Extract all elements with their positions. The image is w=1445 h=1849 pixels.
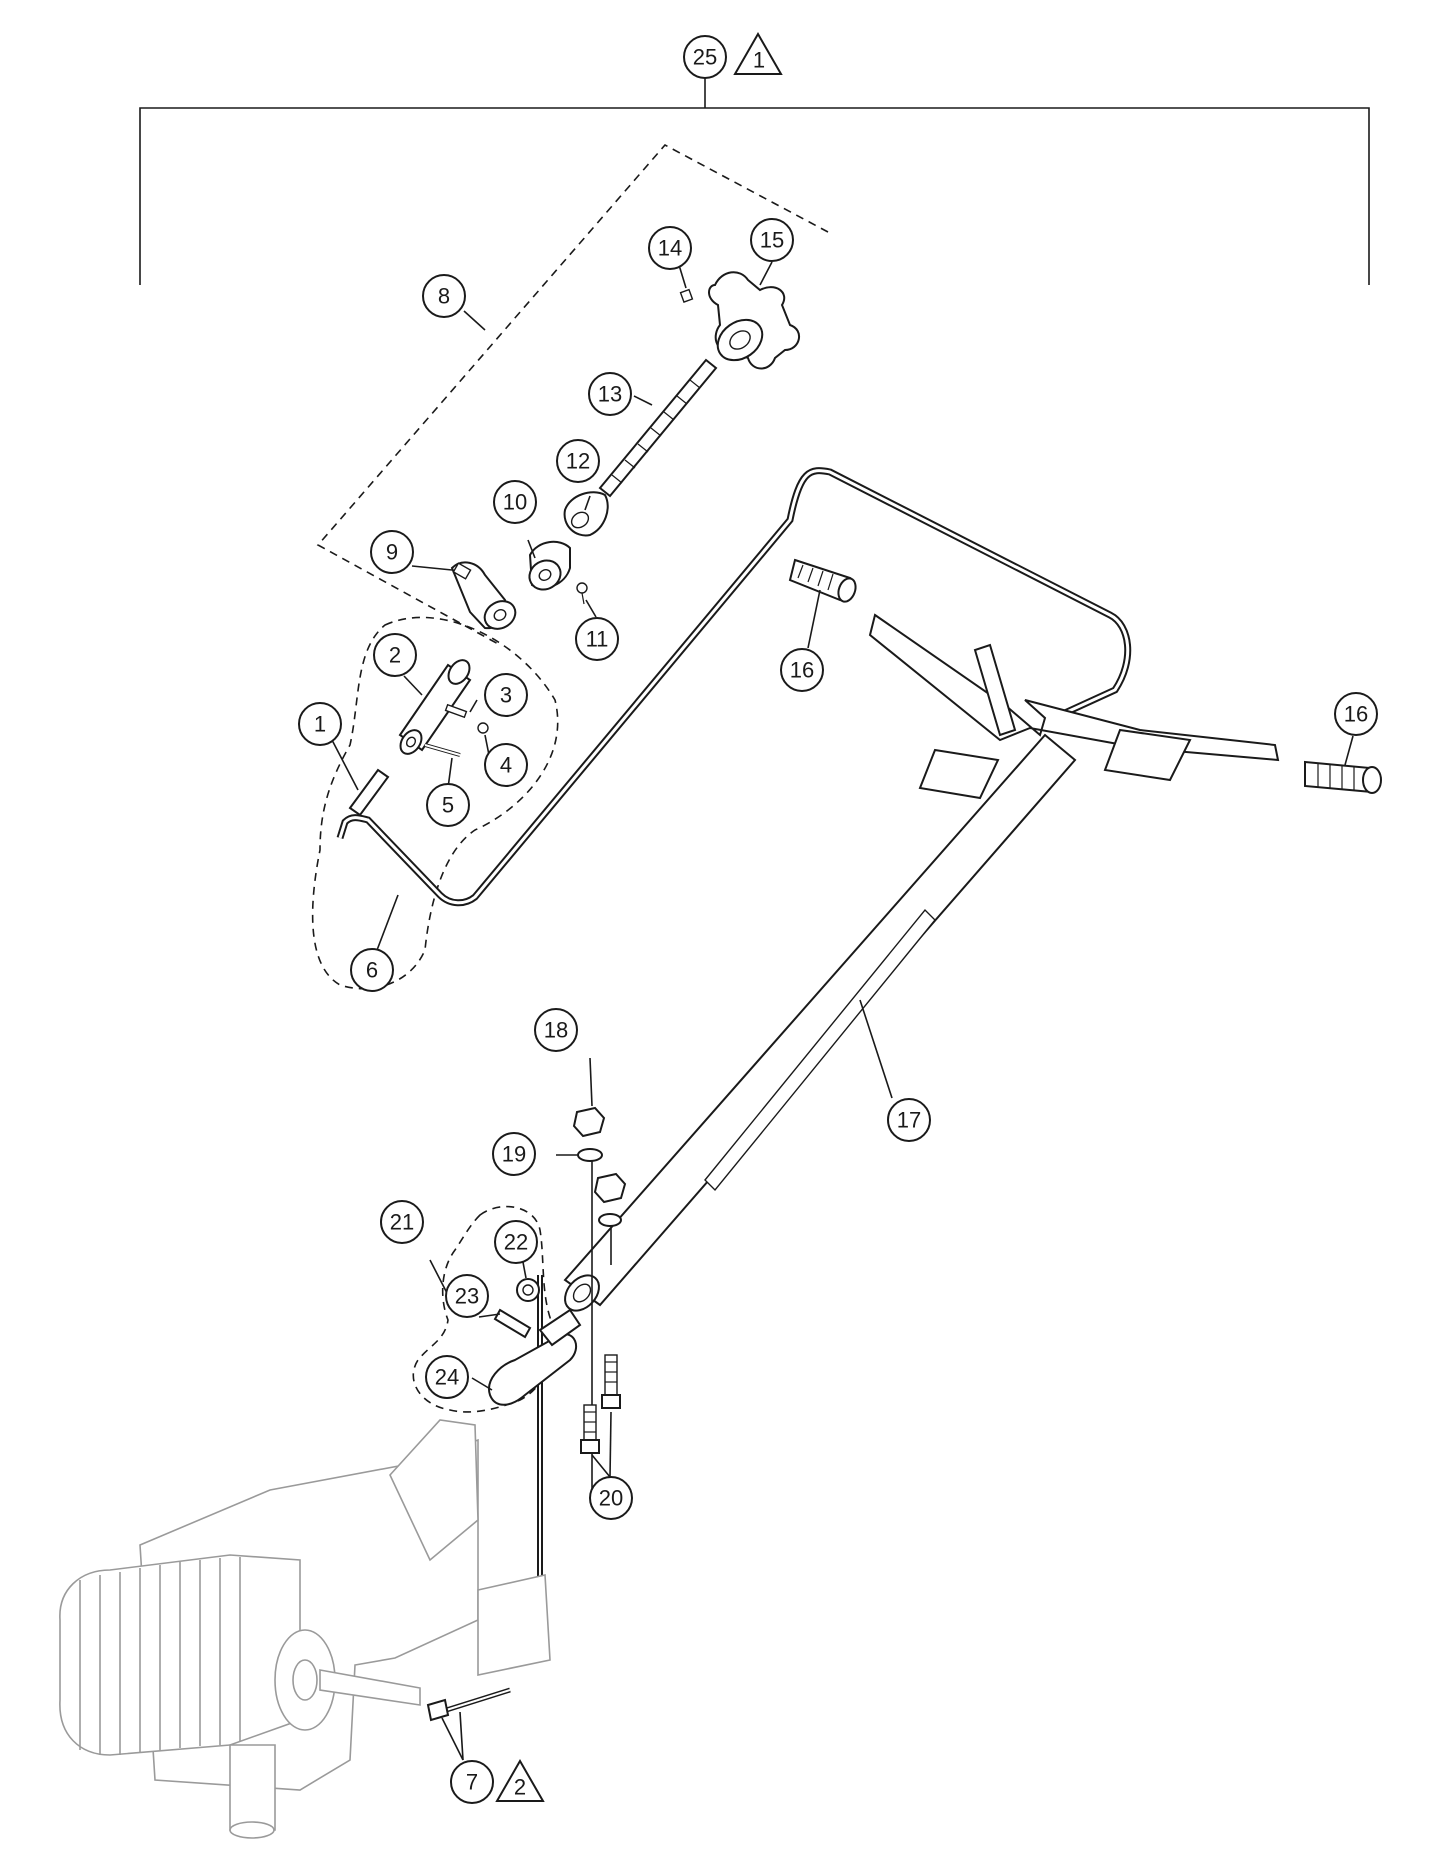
callout-8: 8 (422, 274, 466, 318)
callout-25: 25 (683, 35, 727, 79)
svg-text:6: 6 (366, 958, 378, 983)
group-1-6-boundary (311, 616, 559, 990)
roll-pin-3 (444, 703, 468, 719)
svg-text:24: 24 (435, 1365, 459, 1390)
nut-18b (593, 1172, 627, 1227)
callout-24: 24 (425, 1355, 469, 1399)
nut-12 (563, 491, 609, 537)
note-triangle-2: 2 (495, 1758, 545, 1802)
callout-16-left: 16 (780, 648, 824, 692)
svg-text:21: 21 (390, 1210, 414, 1235)
svg-text:16: 16 (1344, 702, 1368, 727)
svg-text:9: 9 (386, 540, 398, 565)
callout-21: 21 (380, 1200, 424, 1244)
svg-text:1: 1 (753, 48, 765, 73)
callout-13: 13 (588, 372, 632, 416)
svg-text:18: 18 (544, 1018, 568, 1043)
svg-text:14: 14 (658, 236, 682, 261)
adjuster-knob (679, 271, 800, 370)
callout-11: 11 (575, 617, 619, 661)
grip-left (788, 558, 857, 603)
svg-text:1: 1 (314, 712, 326, 737)
svg-text:15: 15 (760, 228, 784, 253)
threaded-rod (598, 358, 718, 498)
callout-1: 1 (298, 702, 342, 746)
svg-text:12: 12 (566, 449, 590, 474)
callout-19: 19 (492, 1132, 536, 1176)
svg-text:10: 10 (503, 490, 527, 515)
set-screw-4 (477, 722, 489, 734)
svg-text:23: 23 (455, 1284, 479, 1309)
callout-20: 20 (589, 1476, 633, 1520)
callout-9: 9 (370, 530, 414, 574)
grip-right (1304, 760, 1382, 794)
callout-17: 17 (887, 1098, 931, 1142)
nut-18 (572, 1106, 606, 1138)
svg-text:22: 22 (504, 1230, 528, 1255)
callout-23: 23 (445, 1274, 489, 1318)
svg-text:20: 20 (599, 1486, 623, 1511)
callout-6: 6 (350, 948, 394, 992)
callout-5: 5 (426, 783, 470, 827)
bushing-22 (516, 1278, 540, 1302)
handle-tube (563, 733, 1077, 1312)
svg-text:11: 11 (586, 627, 609, 652)
assembly-bracket (139, 78, 1370, 285)
note-triangle-1: 1 (733, 31, 783, 75)
callout-4: 4 (484, 743, 528, 787)
kit-8-boundary (316, 143, 829, 646)
callout-10: 10 (493, 480, 537, 524)
callout-14: 14 (648, 226, 692, 270)
cable-clip-1 (348, 768, 390, 817)
callout-2: 2 (373, 633, 417, 677)
cable-end-24 (488, 1308, 582, 1406)
callout-15: 15 (750, 218, 794, 262)
bushing-10 (528, 540, 571, 591)
svg-text:8: 8 (438, 284, 450, 309)
handlebar (788, 558, 1382, 800)
callout-16-right: 16 (1334, 692, 1378, 736)
callout-7: 7 (450, 1760, 494, 1804)
svg-text:4: 4 (500, 753, 512, 778)
svg-text:16: 16 (790, 658, 814, 683)
callout-18: 18 (534, 1008, 578, 1052)
engine-ghost (59, 1419, 551, 1839)
svg-text:3: 3 (500, 683, 512, 708)
pivot-pin (398, 659, 472, 755)
pin-5 (424, 743, 461, 757)
svg-text:5: 5 (442, 793, 454, 818)
svg-text:2: 2 (389, 643, 401, 668)
bolt-20a (601, 1354, 621, 1409)
svg-text:25: 25 (693, 45, 717, 70)
svg-text:13: 13 (598, 382, 622, 407)
callout-22: 22 (494, 1220, 538, 1264)
svg-text:2: 2 (514, 1775, 526, 1800)
callout-12: 12 (556, 439, 600, 483)
svg-text:7: 7 (466, 1770, 478, 1795)
bolt-20b (580, 1404, 600, 1454)
cable-adjuster-7 (426, 1687, 511, 1722)
clamp-9 (450, 561, 517, 630)
svg-text:19: 19 (502, 1142, 526, 1167)
pin-23 (493, 1308, 532, 1339)
group-21-24-boundary (412, 1205, 557, 1413)
callout-3: 3 (484, 673, 528, 717)
washer-19 (577, 1148, 603, 1162)
leader-lines (331, 261, 1354, 1761)
svg-text:17: 17 (897, 1108, 921, 1133)
screw-11 (576, 582, 588, 605)
